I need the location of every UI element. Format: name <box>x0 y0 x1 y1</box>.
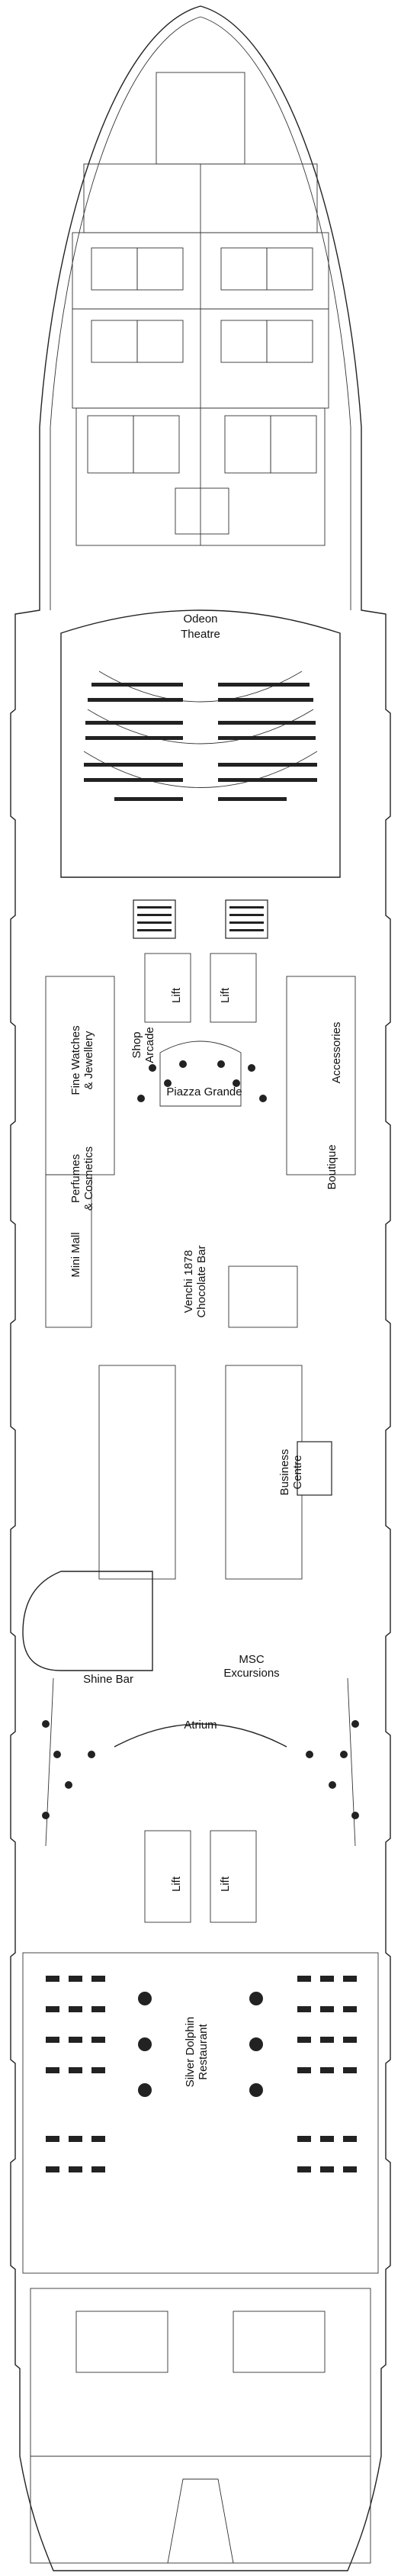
atrium-area: Shine Bar MSC Excursions Atrium <box>22 1571 359 1847</box>
shine-bar-label: Shine Bar <box>83 1673 133 1686</box>
aft-lift-lobby: Lift Lift <box>144 1830 257 1923</box>
shop-arcade-label-1: Shop <box>130 1031 143 1058</box>
aft-service-area <box>30 2288 371 2564</box>
odeon-theatre: Odeon Theatre <box>60 609 341 878</box>
msc-excursions-label-1: MSC <box>239 1653 265 1666</box>
business-centre-label-2: Centre <box>291 1455 304 1489</box>
piazza-grande-label: Piazza Grande <box>166 1085 242 1098</box>
boutique-label: Boutique <box>326 1144 338 1189</box>
accessories-label: Accessories <box>330 1022 343 1084</box>
silver-dolphin-restaurant: Silver Dolphin Restaurant <box>22 1952 379 2274</box>
perfumes-label-2: & Cosmetics <box>82 1146 95 1211</box>
lift-label-fwd-1: Lift <box>170 987 183 1003</box>
shop-arcade-label-2: Arcade <box>143 1027 156 1063</box>
silver-dolphin-label-2: Restaurant <box>197 2023 210 2079</box>
perfumes-label-1: Perfumes <box>69 1154 82 1203</box>
hull-inner <box>50 16 351 610</box>
forward-lift-lobby: Lift Lift <box>133 899 268 1023</box>
shops-area: Fine Watches & Jewellery Shop Arcade Pia… <box>45 976 356 1328</box>
venchi-label-2: Chocolate Bar <box>195 1245 208 1317</box>
atrium-label: Atrium <box>184 1719 217 1732</box>
lift-label-fwd-2: Lift <box>219 987 232 1003</box>
mini-mall-label: Mini Mall <box>69 1232 82 1277</box>
bow-cabins <box>72 72 329 546</box>
odeon-label-1: Odeon <box>183 613 217 626</box>
fine-watches-label-1: Fine Watches <box>69 1025 82 1095</box>
venchi-label-1: Venchi 1878 <box>182 1250 195 1314</box>
odeon-label-2: Theatre <box>181 628 220 641</box>
silver-dolphin-label-1: Silver Dolphin <box>184 2017 197 2088</box>
mid-ship: Business Centre <box>98 1265 332 1580</box>
msc-excursions-label-2: Excursions <box>223 1667 279 1680</box>
lift-label-aft-2: Lift <box>219 1876 232 1892</box>
lift-label-aft-1: Lift <box>170 1876 183 1892</box>
business-centre-label-1: Business <box>278 1449 291 1496</box>
fine-watches-label-2: & Jewellery <box>82 1031 95 1089</box>
hull-outline <box>10 5 391 2571</box>
